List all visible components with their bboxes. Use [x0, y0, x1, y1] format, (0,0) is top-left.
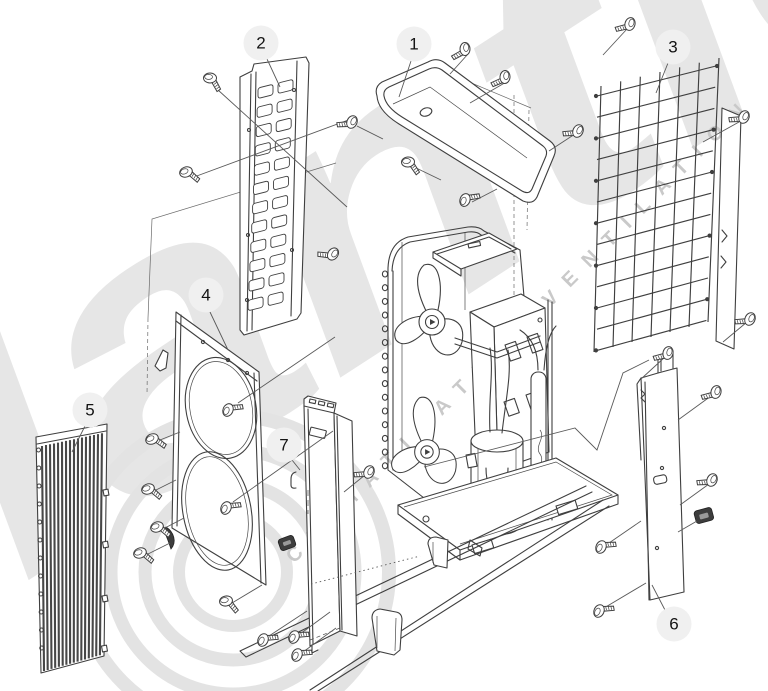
- badge-number: 3: [668, 38, 677, 57]
- panel-label-plate: [308, 426, 327, 439]
- badge-number: 5: [85, 401, 94, 420]
- part-2-rear-grille-panel: [239, 56, 310, 336]
- badge-circle: [188, 277, 224, 313]
- part-badge-7: 7: [266, 427, 302, 463]
- rubber-grommet-left: [277, 535, 297, 551]
- part-5-louver-grille: [35, 423, 110, 674]
- part-4-fan-orifice-panel: [154, 311, 267, 586]
- fan-propeller-upper: [394, 263, 464, 356]
- part-6-side-panel: [636, 352, 685, 601]
- badge-circle: [656, 606, 692, 642]
- fan-propeller-lower: [391, 396, 457, 484]
- part-badge-4: 4: [188, 277, 224, 313]
- part-7-front-panel: [303, 395, 358, 654]
- assembly-leader-lines: [145, 28, 748, 653]
- part-1-top-cover: [375, 59, 556, 203]
- badge-number: 1: [409, 35, 418, 54]
- part-badges: 1 2 3 4 5 6 7: [72, 25, 692, 642]
- part-badge-5: 5: [72, 392, 108, 428]
- wire-end-dots: [593, 63, 720, 353]
- part-3-wire-grid: [593, 57, 742, 353]
- badge-number: 7: [279, 436, 288, 455]
- part-badge-2: 2: [243, 25, 279, 61]
- badge-circle: [396, 26, 432, 62]
- rubber-grommet-right: [693, 507, 714, 524]
- badge-circle: [72, 392, 108, 428]
- main-unit-chassis: [239, 226, 619, 691]
- part-badge-1: 1: [396, 26, 432, 62]
- base-pan: [397, 457, 619, 561]
- badge-circle: [243, 25, 279, 61]
- spring-clip: [290, 471, 297, 489]
- badge-circle: [266, 427, 302, 463]
- corner-bracket: [154, 349, 169, 372]
- mounting-rails: [239, 485, 610, 691]
- grille-edge-loops: [35, 447, 45, 651]
- badge-number: 6: [669, 615, 678, 634]
- badge-circle: [655, 29, 691, 65]
- badge-number: 4: [201, 286, 210, 305]
- coil-loops: [381, 270, 389, 470]
- part-badge-6: 6: [656, 606, 692, 642]
- part-badge-3: 3: [655, 29, 691, 65]
- badge-leader-lines: [71, 58, 669, 611]
- badge-number: 2: [256, 34, 265, 53]
